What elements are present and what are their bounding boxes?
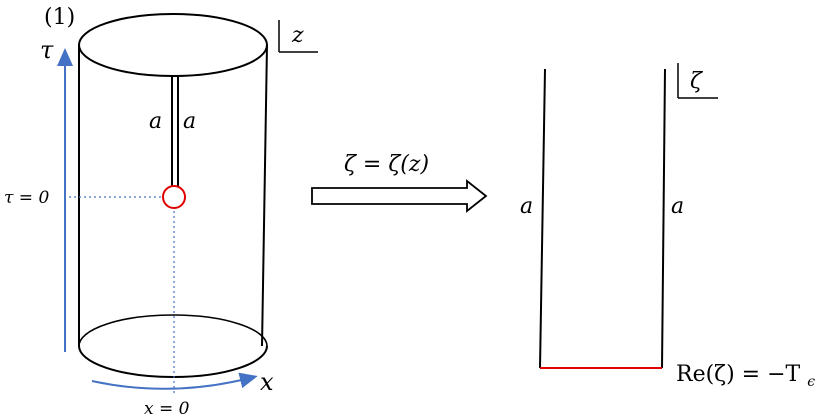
panel-label: (1) xyxy=(44,5,75,30)
tau-zero-label: τ = 0 xyxy=(4,188,49,208)
zeta-plane-label: ζ xyxy=(690,69,704,94)
cylinder-right-side xyxy=(261,44,268,347)
strip-left-edge xyxy=(539,68,546,369)
strip-left-label: a xyxy=(520,194,533,219)
cut-left-label: a xyxy=(149,109,162,134)
strip-right-label: a xyxy=(671,194,684,219)
tau-axis-label: τ xyxy=(40,36,54,64)
zeta-plane-marker xyxy=(677,63,718,99)
cylinder-top xyxy=(78,13,268,77)
cylinder-bottom-front xyxy=(78,345,268,378)
boundary-label: Re(ζ) = −T ϵ xyxy=(676,362,815,390)
x-axis xyxy=(91,372,258,390)
boundary-label-subscript: ϵ xyxy=(807,374,815,390)
x-zero-label: x = 0 xyxy=(144,399,190,418)
boundary-label-main: Re(ζ) = −T xyxy=(676,362,801,387)
z-plane-marker xyxy=(278,20,318,53)
cut-endpoint-marker xyxy=(162,185,186,209)
z-plane-label: z xyxy=(291,23,304,48)
strip-right-edge xyxy=(661,68,666,369)
cylinder-bottom-back xyxy=(78,314,268,347)
zeta-strip xyxy=(539,68,666,369)
cut-right-label: a xyxy=(183,109,196,134)
map-label: ζ = ζ(z) xyxy=(344,152,429,177)
branch-cut xyxy=(171,76,179,188)
mapping-arrow xyxy=(311,179,488,213)
guide-lines xyxy=(64,196,175,394)
x-axis-label: x xyxy=(260,368,274,396)
